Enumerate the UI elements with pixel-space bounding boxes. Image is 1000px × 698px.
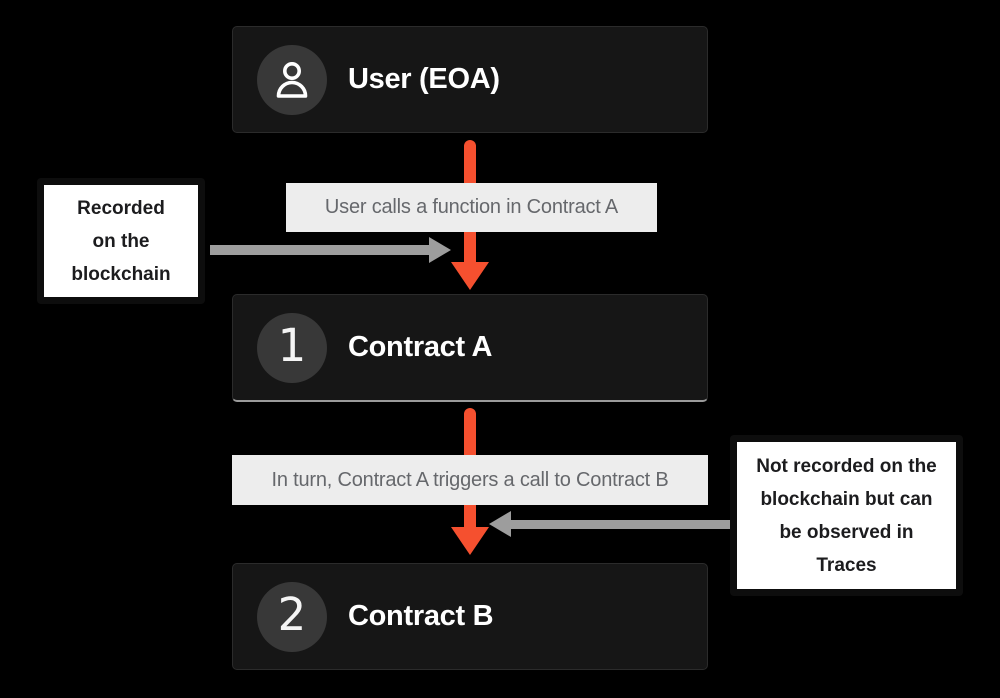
edge-label-user-calls-contract-a: User calls a function in Contract A — [286, 183, 657, 232]
step-1-badge: 1 — [257, 312, 327, 383]
annotation-right-arrow-shaft — [510, 520, 731, 529]
annotation-right-arrow-head — [489, 511, 511, 537]
node-user-eoa: User (EOA) — [232, 26, 708, 133]
node-label-contract-a: Contract A — [348, 331, 493, 363]
node-label-contract-b: Contract B — [348, 600, 494, 632]
node-contract-b: 2 Contract B — [232, 563, 708, 670]
user-icon — [257, 44, 327, 115]
step-1-number: 1 — [277, 319, 307, 372]
annotation-left-arrow-shaft — [210, 245, 430, 255]
annotation-left-arrow-head — [429, 237, 451, 263]
node-contract-a: 1 Contract A — [232, 294, 708, 402]
step-2-badge: 2 — [257, 581, 327, 652]
arrow-contract-a-to-b-head — [451, 527, 489, 555]
annotation-not-recorded-traces: Not recorded on the blockchain but can b… — [730, 435, 963, 596]
annotation-recorded-on-blockchain: Recorded on the blockchain — [37, 178, 205, 304]
node-label-user-eoa: User (EOA) — [348, 63, 500, 95]
arrow-user-to-contract-a-head — [451, 262, 489, 290]
step-2-number: 2 — [277, 588, 307, 641]
edge-label-contract-a-triggers-b: In turn, Contract A triggers a call to C… — [232, 455, 708, 505]
